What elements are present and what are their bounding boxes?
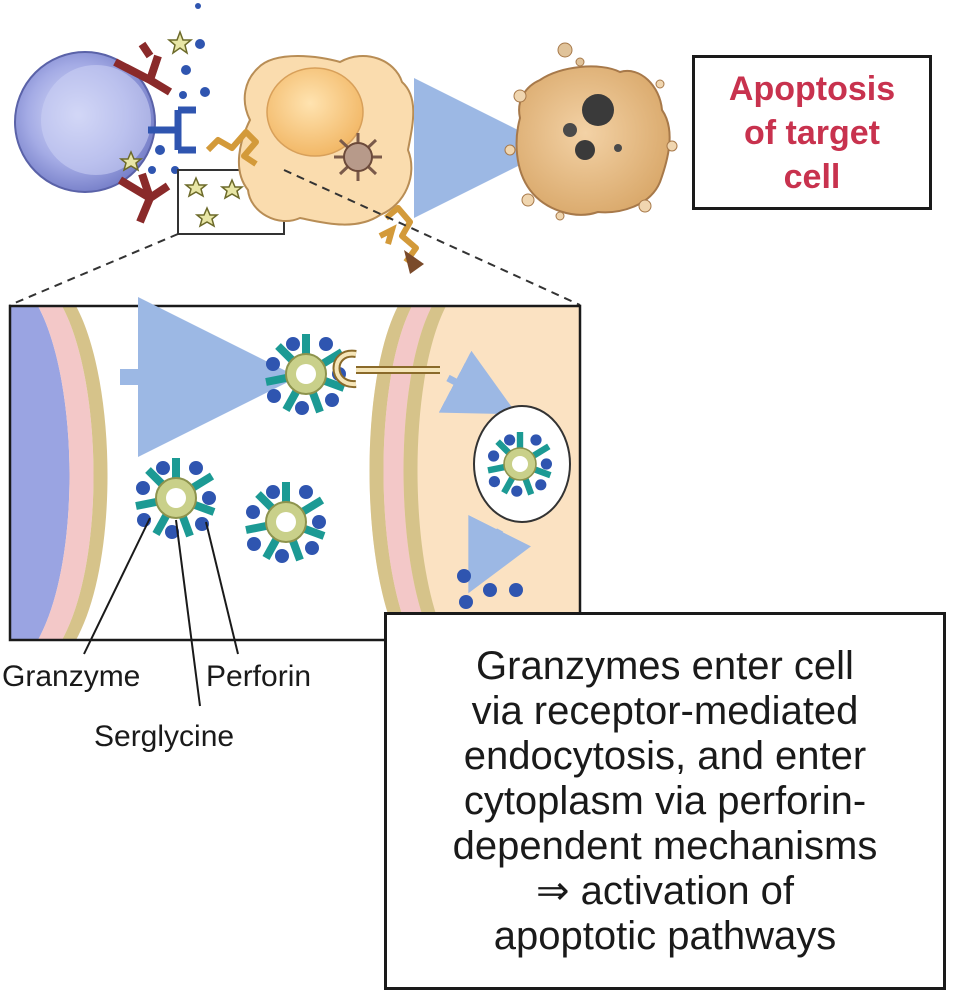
endosome-top — [334, 133, 382, 181]
perforin-label: Perforin — [206, 660, 312, 693]
cytoplasmic-granzymes — [457, 569, 523, 609]
serglycine-label: Serglycine — [94, 720, 235, 753]
endosome-vesicle — [473, 405, 571, 523]
receptor-middle — [148, 106, 196, 154]
endocytosis-arrow — [438, 350, 517, 415]
released-serglycine-stars — [118, 29, 245, 228]
released-granzymes — [148, 3, 210, 174]
granule-receptor-highlight — [334, 351, 440, 387]
mannose-receptor-top — [205, 129, 259, 167]
mechanism-caption-box: Granzymes enter cell via receptor-mediat… — [384, 612, 946, 990]
apoptosis-outcome-box: Apoptosis of target cell — [692, 55, 932, 210]
receptor-anchor — [404, 250, 424, 274]
mechanism-caption-text: Granzymes enter cell via receptor-mediat… — [452, 643, 878, 958]
serglycine-leader — [175, 519, 201, 707]
receptor-stub-1 — [378, 224, 397, 245]
zoom-guide-right — [283, 169, 581, 306]
zoom-guide-left — [9, 233, 179, 306]
granzyme-leader — [83, 517, 151, 655]
perforin-leader — [205, 521, 239, 655]
receptor-bottom — [117, 172, 171, 224]
receptor-top — [113, 41, 173, 96]
t-cell — [14, 51, 156, 193]
apoptosis-outcome-text: Apoptosis of target cell — [728, 69, 896, 196]
target-cell — [237, 54, 415, 226]
apoptotic-cell — [504, 42, 678, 221]
mannose-receptor-lower — [384, 205, 419, 264]
release-arrow — [468, 515, 531, 594]
granzyme-label: Granzyme — [2, 660, 141, 693]
